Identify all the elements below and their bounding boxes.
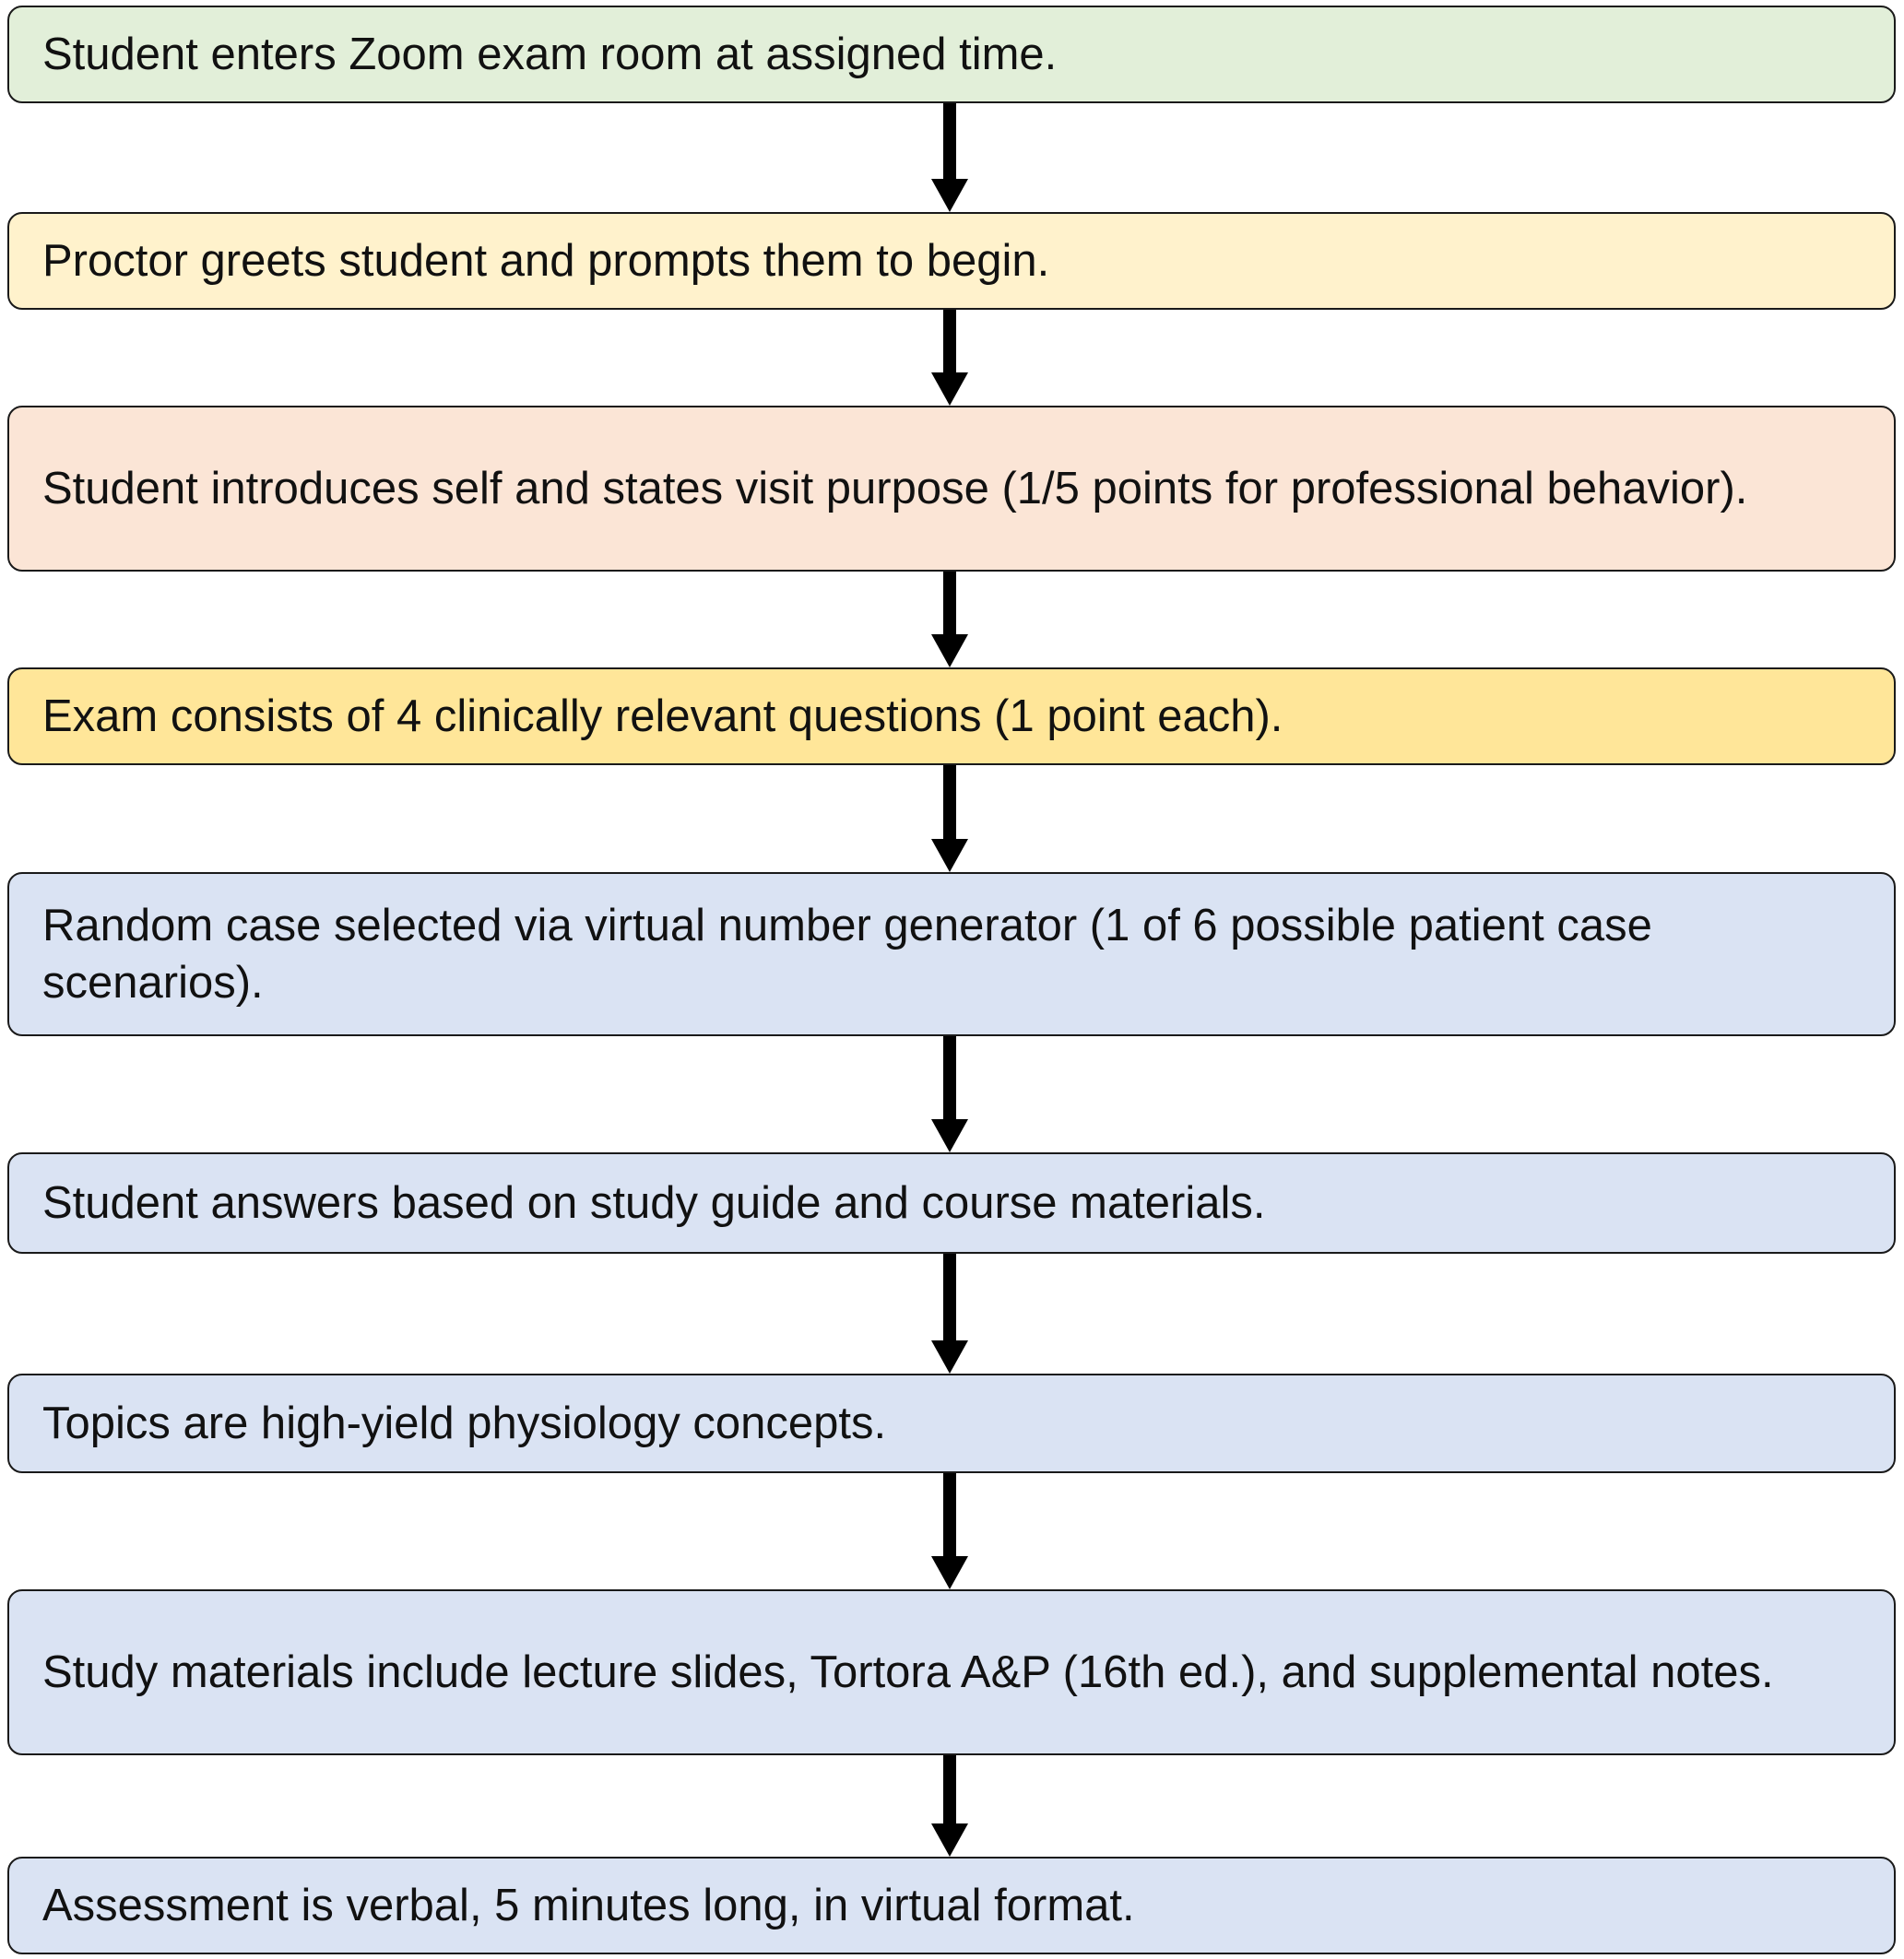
step-4-box: Exam consists of 4 clinically relevant q… (7, 667, 1896, 765)
step-2-text: Proctor greets student and prompts them … (42, 236, 1050, 286)
step-3-box: Student introduces self and states visit… (7, 406, 1896, 572)
step-1-text: Student enters Zoom exam room at assigne… (42, 30, 1058, 79)
step-6-text: Student answers based on study guide and… (42, 1178, 1266, 1228)
step-2-box: Proctor greets student and prompts them … (7, 212, 1896, 310)
step-8-box: Study materials include lecture slides, … (7, 1589, 1896, 1755)
step-6-box: Student answers based on study guide and… (7, 1152, 1896, 1254)
step-7-text: Topics are high-yield physiology concept… (42, 1398, 887, 1448)
step-5-text: Random case selected via virtual number … (42, 901, 1652, 1008)
step-9-text: Assessment is verbal, 5 minutes long, in… (42, 1881, 1135, 1930)
step-3-text: Student introduces self and states visit… (42, 464, 1748, 513)
step-7-box: Topics are high-yield physiology concept… (7, 1374, 1896, 1473)
step-1-box: Student enters Zoom exam room at assigne… (7, 6, 1896, 103)
step-9-box: Assessment is verbal, 5 minutes long, in… (7, 1857, 1896, 1954)
step-8-text: Study materials include lecture slides, … (42, 1647, 1774, 1697)
step-5-box: Random case selected via virtual number … (7, 872, 1896, 1036)
step-4-text: Exam consists of 4 clinically relevant q… (42, 691, 1283, 741)
